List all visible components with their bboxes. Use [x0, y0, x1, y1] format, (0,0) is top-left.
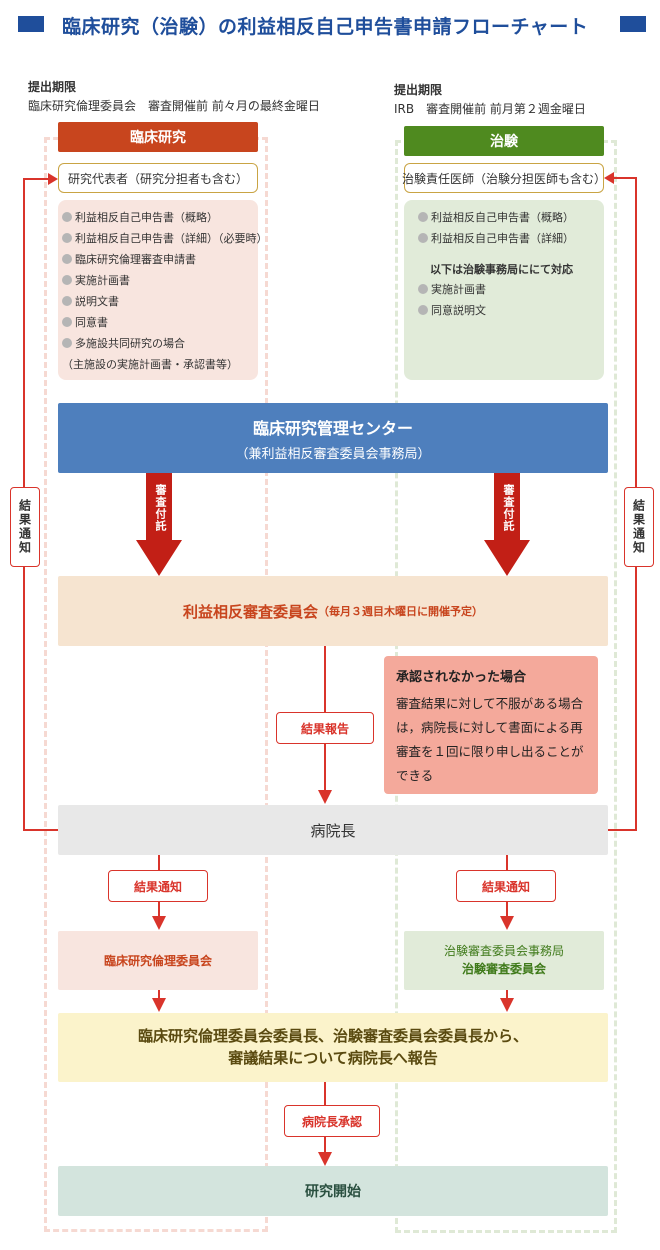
rejection-note: 承認されなかった場合 審査結果に対して不服がある場合は，病院長に対して書面による… [384, 656, 598, 794]
clinical-doc-note: （主施設の実施計画書・承認書等） [62, 358, 238, 371]
committee-schedule: （毎月３週目木曜日に開催予定） [318, 605, 483, 618]
referral-arrow-right [484, 473, 530, 576]
bullet-icon [62, 338, 72, 348]
rejection-title: 承認されなかった場合 [396, 670, 527, 685]
director-to-irb-arrowhead [500, 916, 514, 930]
irb-committee: 治験審査委員会事務局 治験審査委員会 [404, 931, 604, 990]
result-notice-label-right: 結果通知 [456, 870, 556, 902]
hospital-director: 病院長 [58, 805, 608, 855]
clinical-header: 臨床研究 [58, 122, 258, 152]
irb-name: 治験審査委員会 [461, 962, 546, 976]
coi-review-committee: 利益相反審査委員会（毎月３週目木曜日に開催予定） [58, 576, 608, 646]
research-start: 研究開始 [58, 1166, 608, 1216]
clinical-doc-item: 同意書 [62, 314, 108, 330]
title-bar-right [620, 16, 646, 32]
referral-arrow-left [136, 473, 182, 576]
irb-to-report-arrowhead [500, 998, 514, 1012]
report-line-2: 審議結果について病院長へ報告 [228, 1049, 438, 1067]
deadline-heading-trial: 提出期限 [394, 83, 443, 97]
committee-name: 利益相反審査委員会 [182, 602, 318, 621]
trial-doc-item: 利益相反自己申告書（概略） [418, 209, 574, 225]
trial-role-box: 治験責任医師（治験分担医師も含む） [402, 163, 606, 193]
trial-office-note: 以下は治験事務局ににて対応 [430, 263, 573, 276]
referral-label-left: 審査付託 [154, 484, 167, 532]
clinical-doc-list: 利益相反自己申告書（概略） 利益相反自己申告書（詳細）（必要時） 臨床研究倫理審… [58, 200, 268, 380]
clinical-doc-item: 多施設共同研究の場合 [62, 335, 185, 351]
bullet-icon [418, 233, 428, 243]
trial-header: 治験 [404, 126, 604, 156]
title-bar-left [18, 16, 44, 32]
report-to-start-arrowhead [318, 1152, 332, 1166]
deadline-heading-clinical: 提出期限 [28, 80, 77, 94]
report-to-director: 臨床研究倫理委員会委員長、治験審査委員会委員長から、 審議結果について病院長へ報… [58, 1013, 608, 1082]
result-notice-left: 結果通知 [10, 487, 40, 567]
director-to-ethics-arrowhead [152, 916, 166, 930]
clinical-doc-item: 利益相反自己申告書（概略） [62, 209, 218, 225]
center-subtitle: （兼利益相反審査委員会事務局） [235, 447, 431, 462]
bullet-icon [418, 305, 428, 315]
trial-office-doc-item: 同意説明文 [418, 302, 486, 318]
committee-to-director-arrowhead [318, 790, 332, 804]
right-feedback-arrowhead [604, 172, 614, 184]
bullet-icon [62, 317, 72, 327]
clinical-doc-item: 利益相反自己申告書（詳細）（必要時） [62, 230, 268, 246]
bullet-icon [62, 296, 72, 306]
page-title: 臨床研究（治験）の利益相反自己申告書申請フローチャート [62, 16, 589, 38]
trial-office-doc-item: 実施計画書 [418, 281, 486, 297]
bullet-icon [62, 254, 72, 264]
clinical-ethics-committee: 臨床研究倫理委員会 [58, 931, 258, 990]
clinical-role-box: 研究代表者（研究分担者も含む） [58, 163, 258, 193]
bullet-icon [418, 212, 428, 222]
clinical-doc-item: 説明文書 [62, 293, 119, 309]
trial-doc-item: 利益相反自己申告書（詳細） [418, 230, 574, 246]
clinical-research-center: 臨床研究管理センター （兼利益相反審査委員会事務局） [58, 403, 608, 473]
deadline-text-clinical: 臨床研究倫理委員会 審査開催前 前々月の最終金曜日 [28, 99, 320, 113]
bullet-icon [62, 233, 72, 243]
report-line-1: 臨床研究倫理委員会委員長、治験審査委員会委員長から、 [137, 1027, 528, 1045]
result-report-label: 結果報告 [276, 712, 374, 744]
left-feedback-arrowhead [48, 173, 58, 185]
clinical-doc-item: 実施計画書 [62, 272, 130, 288]
deadline-text-trial: IRB 審査開催前 前月第２週金曜日 [394, 102, 586, 116]
irb-office: 治験審査委員会事務局 [443, 944, 564, 958]
clinical-doc-item: 臨床研究倫理審査申請書 [62, 251, 196, 267]
ethics-to-report-arrowhead [152, 998, 166, 1012]
bullet-icon [62, 275, 72, 285]
trial-doc-list: 利益相反自己申告書（概略） 利益相反自己申告書（詳細） 以下は治験事務局ににて対… [404, 200, 604, 380]
center-title: 臨床研究管理センター [252, 419, 413, 438]
director-approval-label: 病院長承認 [284, 1105, 380, 1137]
referral-label-right: 審査付託 [502, 484, 515, 532]
bullet-icon [418, 284, 428, 294]
result-notice-label-left: 結果通知 [108, 870, 208, 902]
result-notice-right: 結果通知 [624, 487, 654, 567]
rejection-body: 審査結果に対して不服がある場合は，病院長に対して書面による再審査を１回に限り申し… [396, 696, 584, 783]
bullet-icon [62, 212, 72, 222]
